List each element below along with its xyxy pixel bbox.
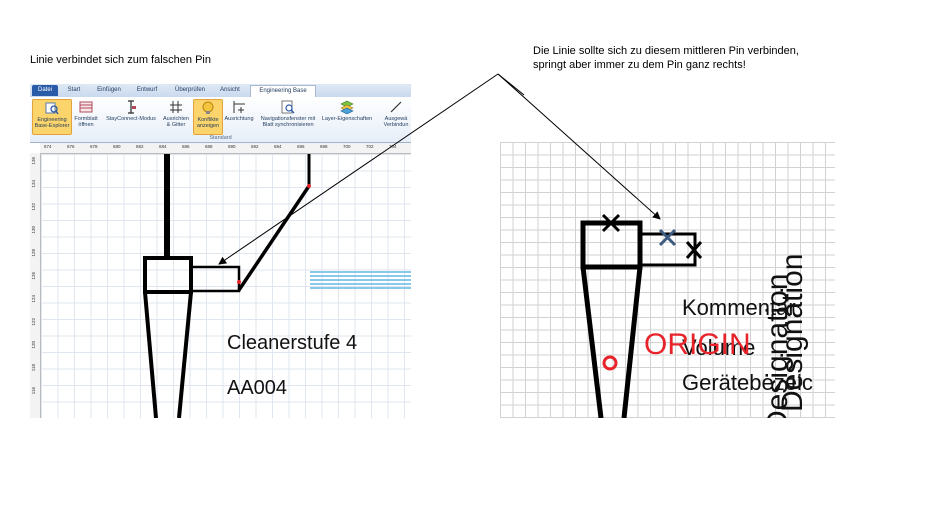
tab-einfuegen[interactable]: Einfügen (97, 87, 121, 93)
right-drawing (580, 213, 703, 418)
ruler-v-tick: 134 (31, 180, 36, 188)
ruler-h-tick: 678 (90, 144, 98, 149)
formblatt-oeffnen-button[interactable]: Formblatt öffnen (72, 99, 100, 133)
engineering-base-explorer-label: Engineering Base-Explorer (34, 117, 70, 129)
explorer-icon (45, 102, 59, 115)
stayconnect-icon (128, 100, 136, 114)
konflikte-anzeigen-label: Konflikte anzeigen (196, 117, 220, 129)
ruler-h-tick: 698 (320, 144, 328, 149)
visio-screenshot: Datei Start Einfügen Entwurf Überprüfen … (30, 84, 411, 418)
ruler-v-tick: 130 (31, 226, 36, 234)
ruler-h-tick: 686 (182, 144, 190, 149)
stayconnect-mode-button[interactable]: StayConnect-Modus (102, 99, 160, 133)
origin-marker (602, 355, 618, 371)
ausgewaehlte-verbindungen-button[interactable]: Ausgewä Verbindun (379, 99, 411, 133)
conflict-icon (202, 101, 214, 114)
pin-right (685, 241, 703, 259)
left-drawing (143, 154, 411, 418)
navigation-sync-button[interactable]: Navigationsfenster mit Blatt synchronisi… (257, 99, 319, 133)
engineering-base-explorer-button[interactable]: Engineering Base-Explorer (32, 99, 72, 135)
ruler-h-tick: 674 (44, 144, 52, 149)
cone-right-edge-zoomed (621, 266, 643, 418)
ruler-h-tick: 696 (297, 144, 305, 149)
ausrichten-gitter-label: Ausrichten & Gitter (163, 116, 189, 128)
ruler-h-tick: 676 (67, 144, 75, 149)
ausrichtung-label: Ausrichtung (224, 116, 254, 122)
equipment-code: AA004 (227, 377, 288, 399)
connection-icon (390, 101, 402, 113)
ribbon-group-label: Standard (209, 135, 232, 141)
origin-label: ORIGIN (644, 328, 751, 361)
cone-right-edge (177, 291, 193, 418)
ruler-h-tick: 704 (389, 144, 397, 149)
caption-expected-pin: Die Linie sollte sich zu diesem mittlere… (533, 45, 799, 71)
ruler-h-tick: 688 (205, 144, 213, 149)
navigation-sync-label: Navigationsfenster mit Blatt synchronisi… (260, 116, 316, 128)
formblatt-oeffnen-label: Formblatt öffnen (74, 116, 98, 128)
ruler-v-tick: 124 (31, 295, 36, 303)
cone-left-edge-zoomed (580, 266, 604, 418)
ribbon-tabs: Datei Start Einfügen Entwurf Überprüfen … (30, 84, 411, 98)
ruler-h-tick: 692 (251, 144, 259, 149)
ruler-h-tick: 680 (113, 144, 121, 149)
ruler-v-tick: 122 (31, 318, 36, 326)
pin-box (189, 265, 241, 293)
ruler-v-tick: 126 (31, 272, 36, 280)
device-label: Gerätebezeic (682, 370, 813, 395)
layer-eigenschaften-label: Layer-Eigenschaften (321, 116, 373, 122)
callout-leader (497, 73, 525, 96)
tab-ansicht[interactable]: Ansicht (220, 87, 240, 93)
layer-eigenschaften-button[interactable]: Layer-Eigenschaften (321, 99, 373, 133)
layer-icon (340, 100, 354, 114)
ruler-v-tick: 116 (31, 387, 36, 395)
alignment-icon (233, 101, 245, 113)
connector-line[interactable] (237, 185, 311, 291)
ribbon: Engineering Base-Explorer Formblatt öffn… (30, 97, 411, 143)
tab-datei[interactable]: Datei (32, 85, 58, 96)
konflikte-anzeigen-button[interactable]: Konflikte anzeigen (193, 99, 223, 135)
stayconnect-mode-label: StayConnect-Modus (106, 116, 156, 122)
ruler-h-tick: 684 (159, 144, 167, 149)
equipment-head-zoomed (580, 220, 643, 270)
tab-start[interactable]: Start (67, 87, 81, 93)
ruler-h-tick: 682 (136, 144, 144, 149)
ausgewaehlte-verbindungen-label: Ausgewä Verbindun (383, 116, 409, 128)
form-icon (79, 101, 93, 113)
ruler-h-tick: 690 (228, 144, 236, 149)
cone-left-edge (143, 291, 158, 418)
navigation-icon (281, 100, 295, 114)
vertical-ruler: 136 134 132 130 128 126 124 122 120 118 116 (30, 153, 41, 418)
tab-ueberpruefen[interactable]: Überprüfen (174, 87, 206, 93)
caption-wrong-pin: Linie verbindet sich zum falschen Pin (30, 54, 211, 66)
volume-label: Volume (682, 335, 756, 360)
drawing-canvas-right: Kommentar Volume Gerätebezeic ORIGIN Des… (500, 142, 835, 418)
ruler-v-tick: 120 (31, 341, 36, 349)
designation-vertical-2: Designation (776, 253, 809, 412)
ausrichten-gitter-button[interactable]: Ausrichten & Gitter (161, 99, 191, 133)
equipment-title: Cleanerstufe 4 (227, 332, 358, 354)
connector-endpoint (307, 184, 311, 188)
ruler-h-tick: 700 (343, 144, 351, 149)
ausrichtung-button[interactable]: Ausrichtung (223, 99, 255, 133)
tab-entwurf[interactable]: Entwurf (136, 87, 158, 93)
tab-engineering-base[interactable]: Engineering Base (250, 85, 316, 97)
drawing-canvas-left[interactable]: Cleanerstufe 4 AA004 (41, 154, 411, 418)
equipment-head (143, 256, 193, 294)
horizontal-ruler: 674 676 678 680 682 684 686 688 690 692 694 696 698 7… (40, 143, 411, 154)
ruler-h-tick: 702 (366, 144, 374, 149)
wrong-pin-marker (237, 280, 241, 284)
ruler-v-tick: 136 (31, 157, 36, 165)
ruler-v-tick: 128 (31, 249, 36, 257)
ruler-h-tick: 694 (274, 144, 282, 149)
pin-middle (658, 228, 677, 247)
ruler-v-tick: 118 (31, 364, 36, 372)
ruler-v-tick: 132 (31, 203, 36, 211)
grid-align-icon (170, 101, 182, 113)
selected-shape-stripes (310, 271, 411, 289)
comment-label: Kommentar (682, 295, 796, 320)
